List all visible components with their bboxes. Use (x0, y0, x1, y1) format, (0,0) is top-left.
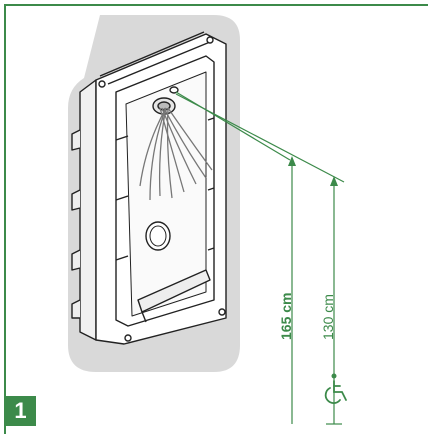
label-165cm: 165 cm (278, 293, 294, 340)
step-number-badge: 1 (5, 396, 36, 426)
frame-border (4, 4, 428, 434)
leader-line-130 (175, 93, 345, 183)
arrow-up-130 (330, 176, 338, 186)
cable-bundle (139, 107, 213, 201)
label-130cm: 130 cm (320, 294, 336, 340)
flush-mount-back-box (71, 31, 227, 345)
wheelchair-icon (324, 373, 347, 404)
arrow-up-165 (288, 156, 296, 166)
